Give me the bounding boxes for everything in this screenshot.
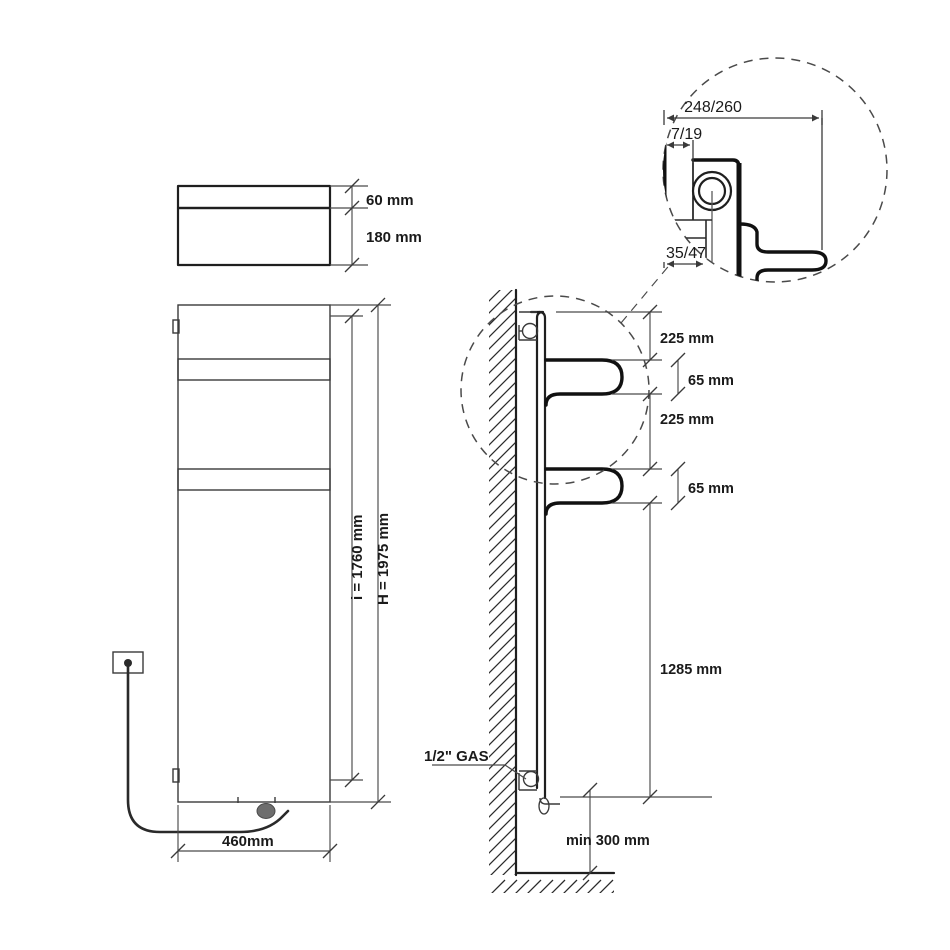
frontview-tick-h-top	[370, 297, 386, 313]
sv-tick-8	[670, 386, 686, 402]
front-view-rail-band-lower	[177, 468, 331, 491]
top-valve-circle	[521, 322, 539, 340]
detail-arrow-3547-right	[696, 260, 703, 268]
power-cord	[126, 665, 290, 834]
wall-hatching	[489, 290, 516, 875]
sv-tick-9	[670, 461, 686, 477]
frontview-tick-w-left	[170, 843, 186, 859]
towel-rail-lower	[544, 467, 624, 516]
frontview-tick-w-right	[322, 843, 338, 859]
sv-tick-3	[642, 386, 658, 402]
sv-tick-5	[642, 495, 658, 511]
towel-rail-upper	[544, 358, 624, 407]
top-section-view-group: 60 mm 180 mm	[176, 178, 422, 273]
magnification-circle-source	[460, 295, 650, 485]
detail-arrow-719-right	[683, 141, 690, 149]
detail-arrow-248-right	[812, 114, 819, 122]
detail-arrow-719-left	[667, 141, 674, 149]
detail-view-group: 248/260 7/19 35/47	[662, 57, 888, 283]
side-view-min-floor-clearance-label: min 300 mm	[566, 833, 650, 849]
detail-towel-rail	[738, 222, 828, 282]
gas-connection-label: 1/2" GAS	[424, 748, 489, 765]
top-view-depth-lower-label: 180 mm	[366, 229, 422, 246]
top-view-upper-band	[176, 184, 332, 210]
topview-tick-1	[344, 178, 360, 194]
detail-panel-top-cap	[691, 158, 741, 169]
sv-tick-2	[642, 352, 658, 368]
topview-tick-2	[344, 200, 360, 216]
detail-circle-boundary	[662, 57, 888, 283]
front-view-total-height-label: H = 1975 mm	[375, 513, 392, 605]
cord-entry-grommet	[256, 803, 276, 819]
top-view-lower-band	[176, 206, 332, 267]
side-view-rail1-to-rail2-label: 225 mm	[660, 412, 714, 428]
detail-wall-gap-label: 7/19	[671, 126, 702, 143]
front-view-width-label: 460mm	[222, 833, 274, 850]
wall-socket-pin	[124, 659, 132, 667]
bottom-drain-fitting	[538, 797, 550, 815]
side-view-rail1-height-label: 65 mm	[688, 373, 734, 389]
sv-tick-1	[642, 304, 658, 320]
frontview-tick-h-bottom	[370, 794, 386, 810]
front-view-rail-band-upper	[177, 358, 331, 381]
sv-tick-6	[642, 789, 658, 805]
sv-tick-4	[642, 461, 658, 477]
front-view-bracket-top	[172, 319, 180, 334]
magnification-leader-line	[620, 261, 673, 324]
side-section-view-group: 1/2" GAS	[424, 261, 734, 893]
sv-tick-10	[670, 495, 686, 511]
frontview-tick-i-top	[344, 308, 360, 324]
frontview-tick-i-bottom	[344, 772, 360, 788]
side-view-top-to-rail1-label: 225 mm	[660, 331, 714, 347]
floor-hatching	[491, 879, 614, 893]
top-view-depth-upper-label: 60 mm	[366, 192, 414, 209]
sv-tick-min300-bot	[582, 865, 598, 881]
bottom-outlet-elbow	[539, 797, 560, 805]
sv-tick-min300-top	[582, 782, 598, 798]
front-view-bracket-bottom	[172, 768, 180, 783]
front-view-body	[177, 304, 331, 803]
detail-overall-depth-label: 248/260	[684, 99, 742, 116]
gas-leader-slant	[504, 764, 527, 780]
radiator-top-edge	[537, 310, 547, 320]
topview-tick-3	[344, 257, 360, 273]
detail-arrow-3547-left	[667, 260, 674, 268]
detail-arrow-248-left	[667, 114, 674, 122]
side-view-rail-to-floor-label: 1285 mm	[660, 662, 722, 678]
detail-bracket-depth-label: 35/47	[666, 245, 706, 262]
sv-tick-7	[670, 352, 686, 368]
side-view-rail2-height-label: 65 mm	[688, 481, 734, 497]
front-view-inner-height-label: i = 1760 mm	[349, 515, 366, 600]
front-elevation-view-group: i = 1760 mm H = 1975 mm 460mm	[112, 297, 392, 862]
